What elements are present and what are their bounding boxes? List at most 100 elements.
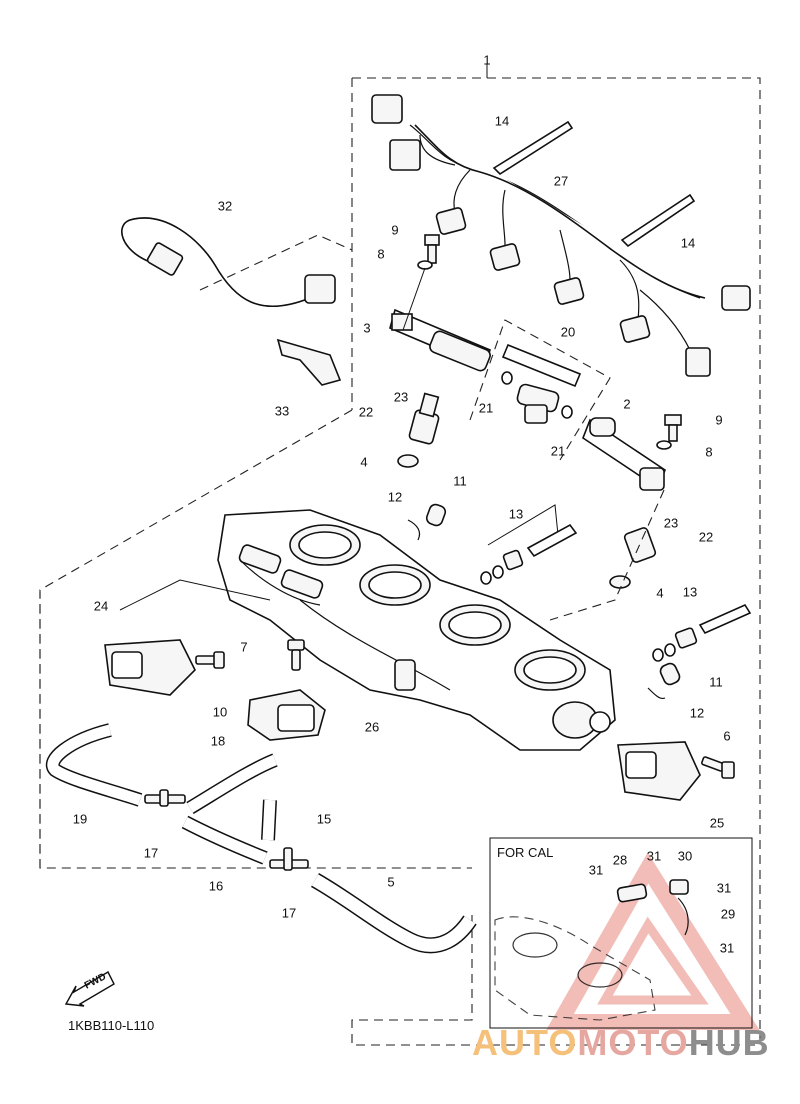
callout-9a: 9 — [391, 222, 399, 238]
callout-5: 5 — [387, 874, 395, 890]
bolt-7 — [287, 639, 305, 671]
callout-7: 7 — [240, 639, 248, 655]
injector-outline — [549, 489, 665, 621]
callout-6: 6 — [723, 728, 731, 744]
bolt-10 — [195, 651, 225, 669]
callout-11a: 11 — [453, 473, 467, 489]
clip-12b — [647, 687, 666, 700]
watermark-part-3: HUB — [688, 1022, 770, 1063]
callout-24: 24 — [93, 598, 109, 614]
hose-29 — [677, 897, 689, 936]
hose-19 — [46, 723, 143, 807]
callout-27: 27 — [553, 173, 569, 189]
callout-20: 20 — [560, 324, 576, 340]
callout-14a: 14 — [494, 113, 510, 129]
hose-18 — [186, 753, 278, 815]
assembly-outline-1 — [351, 77, 761, 1046]
sensor-25 — [617, 741, 701, 801]
callout-25: 25 — [709, 815, 725, 831]
fitting-30 — [669, 879, 689, 895]
callout-21b: 21 — [550, 443, 566, 459]
callout-1: 1 — [483, 52, 491, 68]
sensor-26 — [247, 689, 326, 741]
hose-32 — [121, 217, 336, 308]
fwd-arrow-icon — [64, 971, 115, 1007]
callout-22b: 22 — [698, 529, 714, 545]
harness-connector-2 — [389, 139, 421, 171]
fuel-pipe-20 — [501, 343, 582, 424]
pipe-outline-20 — [469, 319, 611, 461]
callout-29: 29 — [720, 906, 736, 922]
hose-outline — [199, 234, 353, 291]
callout-33: 33 — [274, 403, 290, 419]
cable-tie-14b — [620, 193, 696, 248]
o-ring-21a — [501, 371, 513, 385]
fuel-rail-2 — [582, 417, 666, 491]
watermark-text: AUTOMOTOHUB — [472, 1022, 770, 1064]
callout-2: 2 — [623, 396, 631, 412]
callout-31d: 31 — [719, 940, 735, 956]
callout-4a: 4 — [360, 454, 368, 470]
callout-23b: 23 — [663, 515, 679, 531]
callout-32: 32 — [217, 198, 233, 214]
callout-14b: 14 — [680, 235, 696, 251]
callout-18: 18 — [210, 733, 226, 749]
hose-5 — [311, 873, 477, 954]
watermark-part-1: AUTO — [472, 1022, 578, 1063]
bolt-9b — [664, 414, 682, 442]
callout-28: 28 — [612, 852, 628, 868]
callout-22a: 22 — [358, 404, 374, 420]
tube-28 — [616, 883, 648, 903]
callout-13a: 13 — [508, 506, 524, 522]
callout-16: 16 — [208, 878, 224, 894]
callout-19: 19 — [72, 811, 88, 827]
callout-23a: 23 — [393, 389, 409, 405]
callout-17b: 17 — [281, 905, 297, 921]
callout-13b: 13 — [682, 584, 698, 600]
hose-16 — [181, 815, 268, 865]
cable-tie-14a — [492, 120, 574, 176]
callout-31a: 31 — [588, 862, 604, 878]
callout-21a: 21 — [478, 400, 494, 416]
throttle-body — [217, 509, 616, 751]
o-ring-21b — [561, 405, 573, 419]
callout-12b: 12 — [689, 705, 705, 721]
screw-set-13b — [652, 603, 752, 662]
for-cal-label: FOR CAL — [497, 845, 554, 860]
cap-11b — [659, 662, 681, 686]
diagram-code: 1KBB110-L110 — [68, 1018, 155, 1033]
washer-8b — [656, 440, 672, 450]
injector-22a — [397, 392, 440, 468]
callout-31c: 31 — [716, 880, 732, 896]
joint-17b — [269, 847, 309, 871]
callout-4b: 4 — [656, 585, 664, 601]
callout-9b: 9 — [715, 412, 723, 428]
callout-10: 10 — [212, 704, 228, 720]
washer-8a — [417, 260, 433, 270]
callout-3: 3 — [363, 320, 371, 336]
callout-8a: 8 — [377, 246, 385, 262]
fuel-rail-3 — [389, 308, 491, 372]
sensor-24 — [104, 639, 196, 696]
screw-set-13a — [480, 504, 578, 585]
callout-31b: 31 — [646, 848, 662, 864]
cap-11a — [425, 503, 447, 527]
watermark-triangle-logo — [546, 852, 760, 1030]
clip-12a — [407, 519, 421, 541]
callout-30: 30 — [677, 848, 693, 864]
bolt-6 — [701, 756, 735, 779]
hose-clip-33 — [276, 338, 342, 386]
callout-17a: 17 — [143, 845, 159, 861]
for-cal-inset-frame — [489, 837, 753, 1029]
joint-17a — [144, 789, 186, 807]
harness-connector-main — [371, 94, 403, 124]
callout-15: 15 — [316, 811, 332, 827]
callout-12a: 12 — [387, 489, 403, 505]
callout-11b: 11 — [709, 674, 723, 690]
hose-15 — [261, 799, 277, 841]
watermark-part-2: MOTO — [577, 1022, 689, 1063]
bolt-9a — [424, 234, 440, 264]
callout-8b: 8 — [705, 444, 713, 460]
callout-26: 26 — [364, 719, 380, 735]
